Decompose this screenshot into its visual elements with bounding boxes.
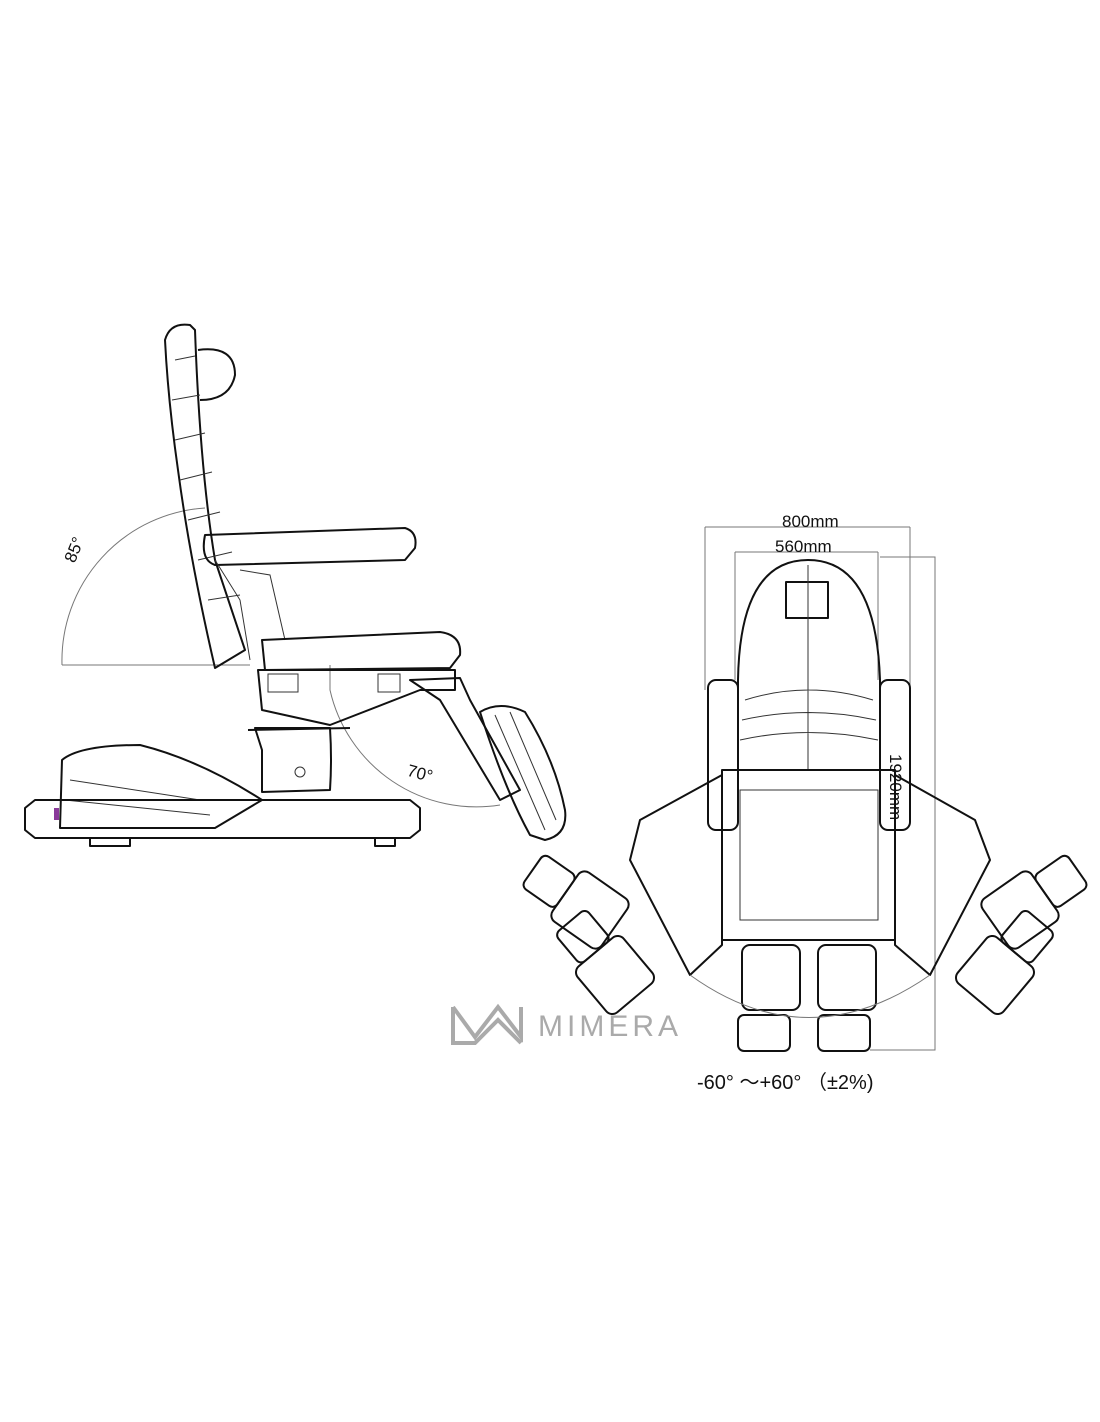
armrest	[202, 527, 417, 566]
base-plate	[24, 799, 421, 839]
column	[254, 727, 332, 793]
top-seat	[721, 769, 896, 941]
headrest	[197, 348, 236, 401]
legrest-angle-arc	[329, 665, 501, 808]
seat-width-label: 560mm	[775, 537, 832, 556]
legrest	[409, 677, 521, 801]
top-backrest	[737, 559, 881, 771]
mimera-logo-icon	[451, 1003, 523, 1045]
dim-1920	[870, 556, 936, 1051]
pedestal	[59, 744, 263, 829]
top-view-chair	[522, 526, 1088, 1052]
backrest-angle-arc	[61, 507, 206, 666]
backrest	[164, 323, 246, 669]
overall-width-label: 800mm	[782, 512, 839, 531]
seat	[261, 631, 462, 671]
length-label: 1920mm	[886, 754, 905, 821]
side-view-chair	[24, 323, 567, 847]
dim-560	[734, 551, 879, 680]
rotation-range-label: -60° ～+60° （±2%)	[697, 1072, 874, 1094]
dim-800	[704, 526, 911, 690]
power-switch	[54, 808, 59, 820]
watermark-brand: MIMERA	[538, 1010, 682, 1043]
